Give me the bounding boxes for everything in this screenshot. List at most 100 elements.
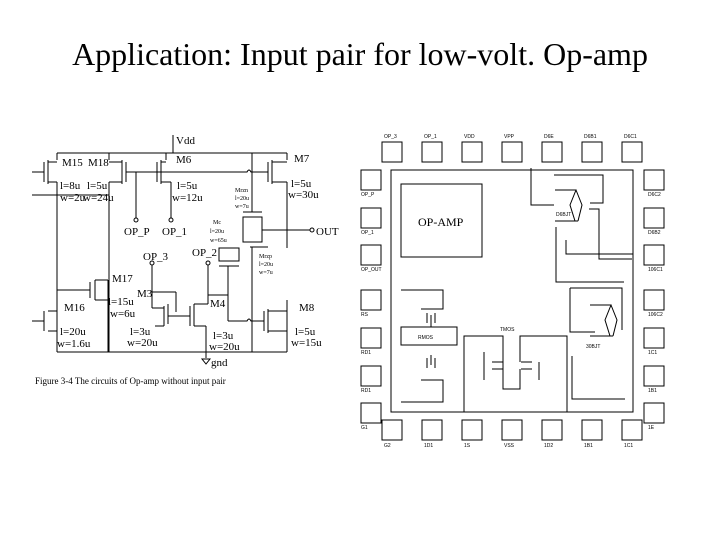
m16-label: M16 bbox=[64, 302, 85, 314]
bottom-pad bbox=[621, 419, 643, 441]
left-pad bbox=[360, 244, 382, 266]
left-pad bbox=[360, 169, 382, 191]
right-pad bbox=[643, 169, 665, 191]
opamp-block-label: OP-AMP bbox=[418, 215, 464, 229]
m16-length: l=20u bbox=[60, 326, 86, 338]
top-pad bbox=[501, 141, 523, 163]
right-pad bbox=[643, 402, 665, 424]
m3-width: w=20u bbox=[127, 337, 158, 349]
left-pad bbox=[360, 327, 382, 349]
m6-length: l=5u bbox=[177, 180, 198, 192]
bottom-pad bbox=[541, 419, 563, 441]
mc-length: l=20u bbox=[210, 229, 224, 235]
top-pad bbox=[621, 141, 643, 163]
bottom-pad-label: 1B1 bbox=[584, 443, 593, 449]
right-pad-label: D6C2 bbox=[648, 192, 661, 198]
top-pad-label: OP_3 bbox=[384, 134, 397, 140]
top-pad-label: VPP bbox=[504, 134, 515, 140]
rmos-label: RMOS bbox=[418, 335, 434, 341]
m6-width: w=12u bbox=[172, 192, 203, 204]
m8-width: w=15u bbox=[291, 337, 322, 349]
left-pad-label: RD1 bbox=[361, 388, 371, 394]
left-pad bbox=[360, 365, 382, 387]
left-pad bbox=[360, 289, 382, 311]
top-pad-label: D6C1 bbox=[624, 134, 637, 140]
top-pad bbox=[381, 141, 403, 163]
m18-width: w=24u bbox=[83, 192, 114, 204]
m4-length: l=3u bbox=[213, 330, 234, 342]
m16-width: w=1.6u bbox=[57, 338, 91, 350]
m3-label: M3 bbox=[137, 288, 153, 300]
vdd-label: Vdd bbox=[176, 135, 195, 147]
right-pad-label: 1E bbox=[648, 425, 655, 431]
m7-label: M7 bbox=[294, 153, 310, 165]
op-2-terminal: OP_2 bbox=[192, 247, 217, 259]
m4-width: w=20u bbox=[209, 341, 240, 353]
op-p-terminal: OP_P bbox=[124, 226, 150, 238]
mrzp-label: Mrzp bbox=[259, 254, 272, 260]
bottom-pad-label: 1D2 bbox=[544, 443, 553, 449]
right-pad-label: 1C1 bbox=[648, 350, 657, 356]
mrzp-width: w=7u bbox=[259, 270, 273, 276]
m4-label: M4 bbox=[210, 298, 226, 310]
right-pad bbox=[643, 244, 665, 266]
left-pad-label: OP_1 bbox=[361, 230, 374, 236]
mrzp-length: l=20u bbox=[259, 262, 273, 268]
left-pad-label: RS bbox=[361, 312, 369, 318]
mc-label: Mc bbox=[213, 220, 221, 226]
right-pad bbox=[643, 207, 665, 229]
m18-length: l=5u bbox=[87, 180, 108, 192]
slide-title: Application: Input pair for low-volt. Op… bbox=[72, 36, 648, 72]
bottom-pad-label: 1S bbox=[464, 443, 471, 449]
right-pad-label: 106C2 bbox=[648, 312, 663, 318]
bottom-pad bbox=[421, 419, 443, 441]
mc-width: w=65u bbox=[210, 238, 227, 244]
left-pad-label: OP_OUT bbox=[361, 267, 382, 273]
m7-width: w=30u bbox=[288, 189, 319, 201]
d6bjt-label: D6BJT bbox=[556, 212, 571, 218]
m15-width: w=2u bbox=[60, 192, 86, 204]
m18-label: M18 bbox=[88, 157, 109, 169]
bottom-pad bbox=[461, 419, 483, 441]
left-pad-label: G1 bbox=[361, 425, 368, 431]
top-pad bbox=[421, 141, 443, 163]
opamp-block bbox=[400, 183, 483, 258]
right-pad bbox=[643, 327, 665, 349]
m8-label: M8 bbox=[299, 302, 315, 314]
right-pad-label: D6B2 bbox=[648, 230, 661, 236]
m7-length: l=5u bbox=[291, 178, 312, 190]
right-pad-label: 106C1 bbox=[648, 267, 663, 273]
top-pad-label: D6E bbox=[544, 134, 554, 140]
m3-length: l=3u bbox=[130, 326, 151, 338]
m15-label: M15 bbox=[62, 157, 83, 169]
right-pad bbox=[643, 365, 665, 387]
m17-width: w=6u bbox=[110, 308, 136, 320]
m17-label: M17 bbox=[112, 273, 133, 285]
bottom-pad bbox=[501, 419, 523, 441]
bottom-pad bbox=[381, 419, 403, 441]
left-pad bbox=[360, 402, 382, 424]
op-3-terminal: OP_3 bbox=[143, 251, 169, 263]
mrzn-length: l=20u bbox=[235, 196, 249, 202]
left-pad bbox=[360, 207, 382, 229]
top-pad-label: D6B1 bbox=[584, 134, 597, 140]
right-pad bbox=[643, 289, 665, 311]
bottom-pad-label: G2 bbox=[384, 443, 391, 449]
bottom-pad bbox=[581, 419, 603, 441]
m6-label: M6 bbox=[176, 154, 192, 166]
mrzn-width: w=7u bbox=[235, 204, 249, 210]
m8-length: l=5u bbox=[295, 326, 316, 338]
m15-length: l=8u bbox=[60, 180, 81, 192]
top-pad-label: OP_1 bbox=[424, 134, 437, 140]
figure-caption: Figure 3-4 The circuits of Op-amp withou… bbox=[35, 376, 226, 386]
bottom-pad-label: 1D1 bbox=[424, 443, 433, 449]
tmos-label: TMOS bbox=[500, 327, 515, 333]
op-1-terminal: OP_1 bbox=[162, 226, 187, 238]
top-pad bbox=[581, 141, 603, 163]
top-pad bbox=[461, 141, 483, 163]
right-pad-label: 1B1 bbox=[648, 388, 657, 394]
top-pad-label: VDD bbox=[464, 134, 475, 140]
